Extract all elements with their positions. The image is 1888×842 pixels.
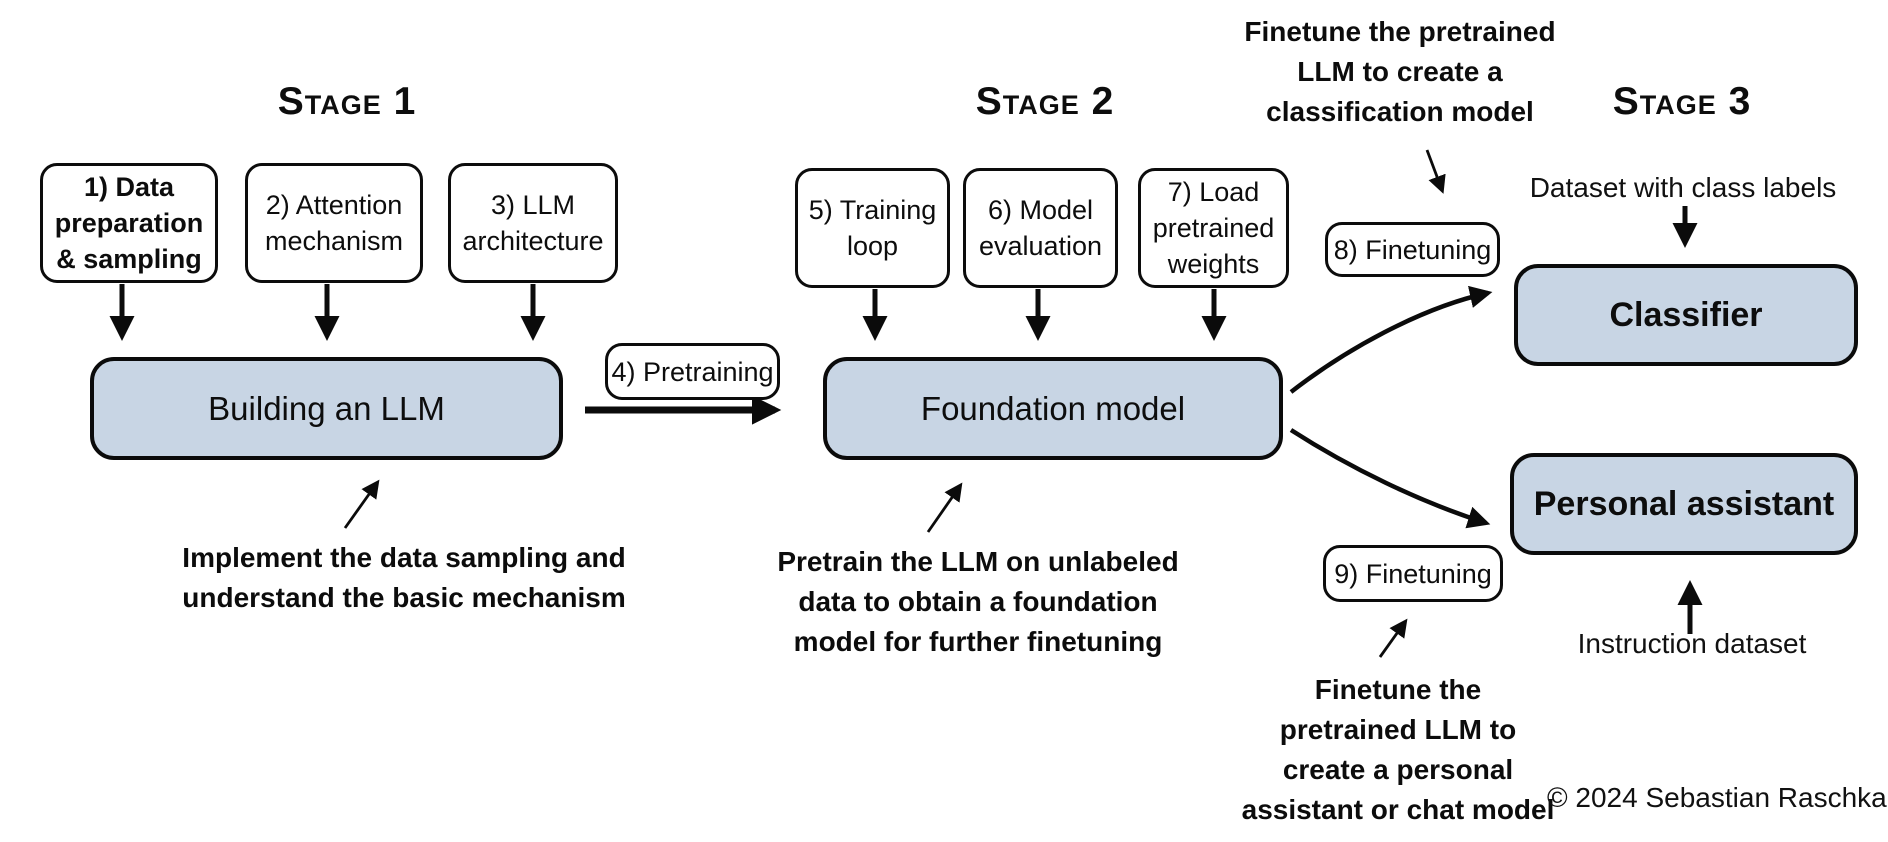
stage-3-title: Stage 3 [1612,80,1752,123]
step-box-finetuning-8: 8) Finetuning [1325,222,1500,277]
model-box-personal-assistant: Personal assistant [1510,453,1858,555]
note-stage1: Implement the data sampling and understa… [182,542,626,613]
note-stage2: Pretrain the LLM on unlabeled data to ob… [777,546,1179,657]
note-assistant: Finetune the pretrained LLM to create a … [1241,674,1555,825]
note-classifier: Finetune the pretrained LLM to create a … [1244,16,1556,127]
label-dataset-class-labels: Dataset with class labels [1529,172,1837,203]
copyright-text: © 2024 Sebastian Raschka [1547,782,1887,813]
model-box-foundation-model: Foundation model [823,357,1283,460]
step-box-load-pretrained-weights: 7) Load pretrained weights [1138,168,1289,288]
arrow-note-to-finetuning8 [1425,149,1446,194]
label-instruction-dataset: Instruction dataset [1577,628,1807,659]
arrow-note-to-building [343,479,380,529]
arrow-note-to-finetuning9 [1378,618,1408,658]
arrow-note-to-foundation [926,482,963,533]
stage-2-title: Stage 2 [975,80,1115,123]
step-box-data-preparation: 1) Data preparation & sampling [40,163,218,283]
stage-1-title: Stage 1 [277,80,417,123]
arrow-foundation-to-classifier [1289,285,1493,394]
step-box-training-loop: 5) Training loop [795,168,950,288]
step-box-finetuning-9: 9) Finetuning [1323,545,1503,602]
step-box-attention-mechanism: 2) Attention mechanism [245,163,423,283]
model-box-building-llm: Building an LLM [90,357,563,460]
arrow-foundation-to-assistant [1289,428,1491,529]
model-box-classifier: Classifier [1514,264,1858,366]
step-box-pretraining: 4) Pretraining [605,343,780,400]
step-box-model-evaluation: 6) Model evaluation [963,168,1118,288]
step-box-llm-architecture: 3) LLM architecture [448,163,618,283]
